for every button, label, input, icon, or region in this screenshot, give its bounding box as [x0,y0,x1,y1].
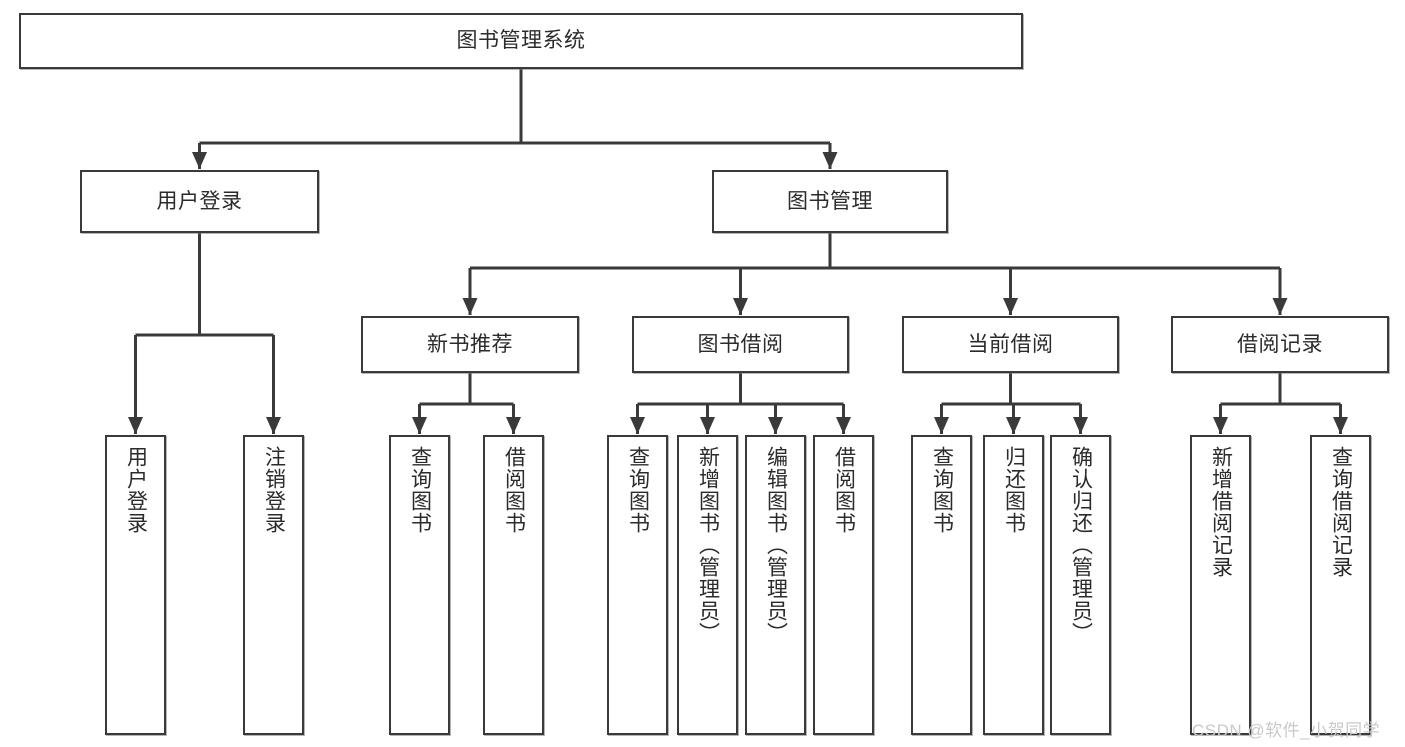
node-label: 新书推荐 [427,332,513,356]
edge-arrow-borrow-2 [768,417,783,434]
node-borrow[interactable]: 图书借阅 [632,316,849,373]
node-label: 归还图书 [1002,446,1026,534]
node-label: 借阅记录 [1237,332,1323,356]
node-label: 编辑图书（管理员） [764,446,788,644]
edge-arrow-records-0 [1213,417,1228,434]
node-label: 借阅图书 [832,446,856,534]
node-label: 新增借阅记录 [1209,446,1233,578]
node-label: 注销登录 [262,446,286,534]
node-leaf-new-2[interactable]: 借阅图书 [483,435,544,735]
node-leaf-borrow-1[interactable]: 查询图书 [607,435,668,735]
edge-arrow-borrow-0 [630,417,645,434]
edge-arrow-root-1 [822,152,838,169]
node-leaf-cur-1[interactable]: 查询图书 [911,435,972,735]
node-leaf-borrow-2[interactable]: 新增图书（管理员） [677,435,738,735]
node-label: 图书管理 [787,189,873,213]
edge-arrow-newbook-0 [412,417,427,434]
edge-arrow-bookmgmt-2 [1003,298,1018,315]
node-leaf-borrow-4[interactable]: 借阅图书 [813,435,874,735]
node-bookmgmt[interactable]: 图书管理 [712,170,948,233]
node-leaf-borrow-3[interactable]: 编辑图书（管理员） [745,435,806,735]
edge-arrow-current-1 [1006,417,1021,434]
node-login[interactable]: 用户登录 [80,170,319,233]
node-newbook[interactable]: 新书推荐 [361,316,579,373]
node-leaf-rec-2[interactable]: 查询借阅记录 [1310,435,1371,735]
node-label: 用户登录 [124,446,148,534]
node-label: 新增图书（管理员） [696,446,720,644]
node-leaf-login-2[interactable]: 注销登录 [243,435,304,735]
edge-arrow-borrow-3 [836,417,851,434]
node-leaf-cur-3[interactable]: 确认归还（管理员） [1050,435,1111,735]
node-label: 用户登录 [156,189,243,213]
edge-arrow-login-1 [266,417,281,434]
node-label: 当前借阅 [967,332,1054,356]
node-current[interactable]: 当前借阅 [902,316,1119,373]
node-records[interactable]: 借阅记录 [1171,316,1389,373]
edge-arrow-login-0 [128,417,143,434]
node-label: 查询图书 [408,446,432,534]
edge-arrow-current-2 [1073,417,1088,434]
edge-arrow-bookmgmt-3 [1272,298,1288,315]
node-root[interactable]: 图书管理系统 [19,13,1023,69]
edge-arrow-newbook-1 [506,417,521,434]
node-label: 查询图书 [930,446,954,534]
edge-arrow-bookmgmt-0 [462,298,478,315]
edge-arrow-current-0 [934,417,949,434]
edge-arrow-borrow-1 [700,417,715,434]
node-leaf-rec-1[interactable]: 新增借阅记录 [1190,435,1251,735]
node-label: 图书借阅 [697,332,784,356]
node-leaf-new-1[interactable]: 查询图书 [389,435,450,735]
node-label: 确认归还（管理员） [1069,446,1093,644]
node-label: 图书管理系统 [456,29,586,53]
edge-arrow-bookmgmt-1 [733,298,748,315]
watermark-label: CSDN @软件_小贺同学 [1192,721,1381,740]
edge-arrow-records-1 [1333,417,1348,434]
node-leaf-cur-2[interactable]: 归还图书 [983,435,1044,735]
node-label: 查询图书 [626,446,650,534]
node-label: 借阅图书 [502,446,526,534]
node-leaf-login-1[interactable]: 用户登录 [105,435,166,735]
edge-arrow-root-0 [192,152,207,169]
node-label: 查询借阅记录 [1329,446,1353,578]
